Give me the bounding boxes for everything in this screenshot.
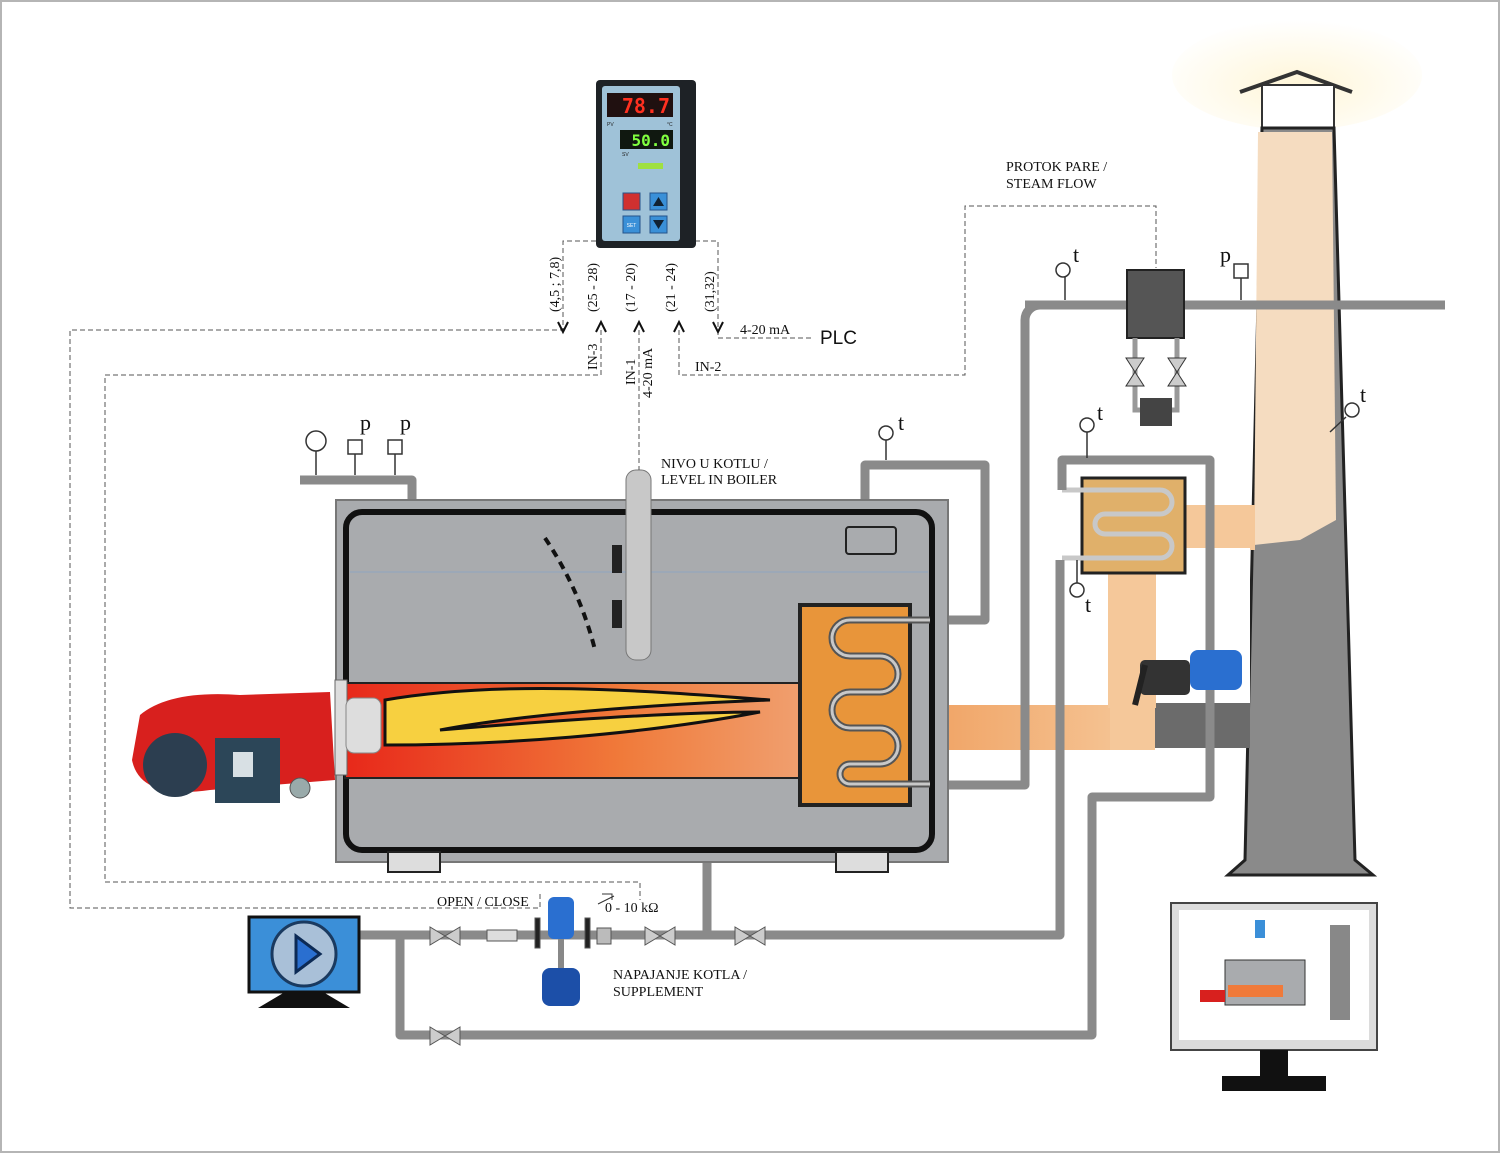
- arrow-up-icon: [653, 197, 664, 206]
- signal-label: 4-20 mA: [740, 323, 791, 338]
- arrow-down-icon: [653, 220, 664, 229]
- temperature-label: t: [898, 410, 904, 435]
- mode-button[interactable]: [622, 192, 641, 211]
- resistance-label: 0 - 10 kΩ: [605, 901, 659, 916]
- valves: [429, 917, 766, 1046]
- monitor-icon[interactable]: [1170, 902, 1378, 1091]
- play-icon: [294, 933, 323, 975]
- sv-display: 50.0: [631, 131, 670, 150]
- pv-label: PV: [607, 122, 614, 128]
- boiler: [335, 499, 949, 873]
- terminal-labels: (4,5 ; 7,8) (25 - 28) (17 - 20) (21 - 24…: [548, 256, 857, 398]
- sv-label: SV: [622, 152, 629, 158]
- pressure-label: p: [400, 410, 411, 435]
- signal-wires: [69, 205, 1157, 909]
- level-sensor: [543, 469, 652, 661]
- supplement-label: NAPAJANJE KOTLA /: [613, 968, 747, 983]
- plc-label: PLC: [820, 328, 857, 349]
- temperature-controller[interactable]: 78.7 PV °C 50.0 SV SET: [596, 80, 696, 248]
- damper-actuator: [1132, 650, 1242, 706]
- supplement-label: SUPPLEMENT: [613, 985, 704, 1000]
- temperature-label: t: [1073, 242, 1079, 267]
- set-label: SET: [627, 223, 637, 229]
- input-label: IN-3: [586, 344, 601, 370]
- pressure-label: p: [360, 410, 371, 435]
- burner-icon: [132, 679, 382, 803]
- terminal-label: (31,32): [703, 271, 718, 312]
- feed-pump[interactable]: [247, 915, 361, 1008]
- terminal-label: (17 - 20): [624, 263, 639, 312]
- pressure-label: p: [1220, 242, 1231, 267]
- temperature-label: t: [1085, 592, 1091, 617]
- input-label: IN-2: [695, 360, 721, 375]
- input-label: IN-1: [624, 359, 639, 385]
- pv-display: 78.7: [622, 94, 670, 118]
- level-label: NIVO U KOTLU /: [661, 457, 768, 472]
- control-valve: [542, 897, 580, 1006]
- pressure-gauge-icon: [305, 430, 327, 452]
- temperature-label: t: [1360, 382, 1366, 407]
- steam-flow-meter: [1125, 269, 1187, 426]
- unit-label: °C: [667, 122, 673, 128]
- temperature-label: t: [1097, 400, 1103, 425]
- economizer: [1062, 476, 1187, 575]
- pipes: [300, 300, 1445, 1040]
- terminal-label: (4,5 ; 7,8): [548, 256, 563, 312]
- open-close-label: OPEN / CLOSE: [437, 895, 529, 910]
- set-button[interactable]: [622, 215, 641, 234]
- level-label: LEVEL IN BOILER: [661, 473, 778, 488]
- steam-flow-label: PROTOK PARE /: [1006, 160, 1107, 175]
- terminal-label: (25 - 28): [586, 263, 601, 312]
- sensors: [305, 262, 1360, 598]
- signal-label: 4-20 mA: [641, 347, 656, 398]
- chimney: [1172, 20, 1422, 877]
- terminal-label: (21 - 24): [664, 263, 679, 312]
- steam-flow-label: STEAM FLOW: [1006, 177, 1097, 192]
